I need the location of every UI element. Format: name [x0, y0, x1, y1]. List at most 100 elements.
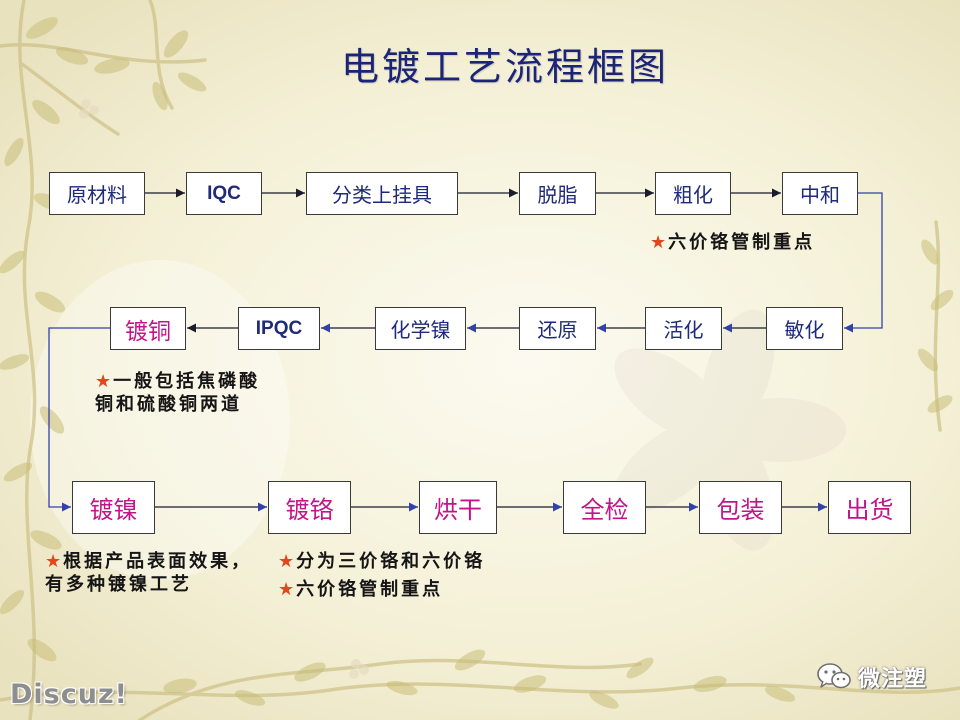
step-reduction: 还原 — [519, 307, 596, 350]
step-activation: 活化 — [645, 307, 722, 350]
leaf — [177, 72, 207, 92]
leaf — [693, 675, 727, 693]
step-sort-and-rack: 分类上挂具 — [306, 172, 458, 215]
leaf — [26, 17, 58, 39]
step-chrome-plating: 镀铬 — [268, 481, 351, 534]
step-full-inspection: 全检 — [563, 481, 646, 534]
step-roughening: 粗化 — [655, 172, 731, 215]
diagram-title: 电镀工艺流程框图 — [340, 45, 669, 89]
leaf — [513, 675, 547, 693]
blossom — [89, 105, 99, 115]
left-vine-stem — [18, 0, 37, 720]
small-blossoms — [79, 99, 369, 679]
star-marker: ★ — [650, 232, 667, 253]
blossom — [359, 665, 369, 675]
forum-watermark: Discuz! — [10, 679, 128, 710]
leaf — [927, 395, 953, 413]
step-copper-plating: 镀铜 — [110, 307, 186, 350]
wechat-eye — [842, 677, 846, 681]
leaf — [921, 239, 939, 265]
step-nickel-plating: 镀镍 — [72, 481, 155, 534]
right-vine-stem — [933, 220, 942, 432]
star-marker: ★ — [95, 371, 112, 392]
leaf — [0, 354, 30, 370]
note-line: ★分为三价铬和六价铬 — [278, 548, 485, 576]
note-text: 六价铬管制重点 — [668, 232, 816, 253]
step-degreasing: 脱脂 — [519, 172, 596, 215]
star-marker: ★ — [278, 551, 295, 572]
leaf — [94, 58, 130, 74]
step-sensitization: 敏化 — [766, 307, 843, 350]
wechat-eye — [824, 670, 828, 674]
note-line: ★根据产品表面效果， — [45, 550, 252, 573]
leaf — [3, 462, 33, 482]
leaf — [234, 690, 266, 706]
note-text: 铜和硫酸铜两道 — [95, 394, 242, 415]
leaf — [4, 137, 24, 167]
bottom-vine-upper — [138, 658, 642, 720]
step-iqc: IQC — [186, 172, 262, 215]
note-line: 有多种镀镍工艺 — [45, 573, 252, 596]
wechat-eye — [832, 670, 836, 674]
note-text: 六价铬管制重点 — [296, 579, 444, 600]
step-electroless-nickel: 化学镍 — [375, 307, 466, 350]
leaf — [34, 291, 66, 313]
note-line: ★六价铬管制重点 — [650, 231, 815, 254]
note-line: ★六价铬管制重点 — [278, 576, 485, 604]
step-packaging: 包装 — [699, 481, 782, 534]
leaf — [454, 649, 486, 671]
bottom-vine-stem — [0, 682, 960, 702]
blossom — [79, 109, 89, 119]
leaf — [917, 348, 939, 372]
note-copper-plating: ★一般包括焦磷酸 铜和硫酸铜两道 — [95, 370, 260, 416]
star-marker: ★ — [45, 551, 62, 572]
note-nickel-plating: ★根据产品表面效果， 有多种镀镍工艺 — [45, 550, 252, 596]
note-text: 有多种镀镍工艺 — [45, 574, 192, 595]
note-text: 一般包括焦磷酸 — [113, 371, 261, 392]
step-drying: 烘干 — [419, 481, 497, 534]
blossom — [81, 99, 91, 109]
connector-neutralization-to-sensitization — [844, 192, 883, 333]
wechat-bubble-small — [831, 671, 851, 689]
step-raw-material: 原材料 — [49, 172, 145, 215]
leaf — [27, 638, 57, 662]
leaf — [32, 99, 60, 125]
leaf — [764, 686, 796, 702]
note-line: ★一般包括焦磷酸 — [95, 370, 260, 393]
wechat-bubble-tail — [820, 680, 828, 688]
flower-petal — [714, 398, 846, 462]
step-ipqc: IPQC — [238, 307, 320, 350]
leaf — [0, 250, 25, 274]
leaf — [55, 47, 89, 65]
step-shipping: 出货 — [828, 481, 911, 534]
leaf — [163, 30, 189, 58]
left-twig — [20, 62, 120, 136]
wechat-account-name: 微注塑 — [858, 667, 928, 692]
top-left-branch — [0, 42, 207, 64]
step-neutralization: 中和 — [782, 172, 858, 215]
connector-copper-plating-to-nickel-plating — [48, 327, 110, 512]
blossom — [351, 659, 361, 669]
wechat-icon — [817, 663, 851, 689]
leaf — [386, 680, 418, 696]
note-text: 根据产品表面效果， — [63, 551, 253, 572]
wechat-eye — [836, 677, 840, 681]
note-roughening: ★六价铬管制重点 — [650, 231, 815, 254]
leaf — [152, 81, 168, 111]
leaf — [930, 289, 954, 311]
blossom — [349, 669, 359, 679]
leaf — [294, 662, 326, 682]
note-chrome-plating: ★分为三价铬和六价铬 ★六价铬管制重点 — [278, 548, 485, 604]
wechat-watermark: 微注塑 — [816, 660, 927, 694]
leaf — [589, 691, 619, 709]
flower-petal — [614, 348, 728, 442]
leaf — [39, 406, 65, 434]
leaf — [30, 530, 62, 550]
leaf — [626, 657, 654, 679]
note-text: 分为三价铬和六价铬 — [296, 551, 486, 572]
note-line: 铜和硫酸铜两道 — [95, 393, 260, 416]
